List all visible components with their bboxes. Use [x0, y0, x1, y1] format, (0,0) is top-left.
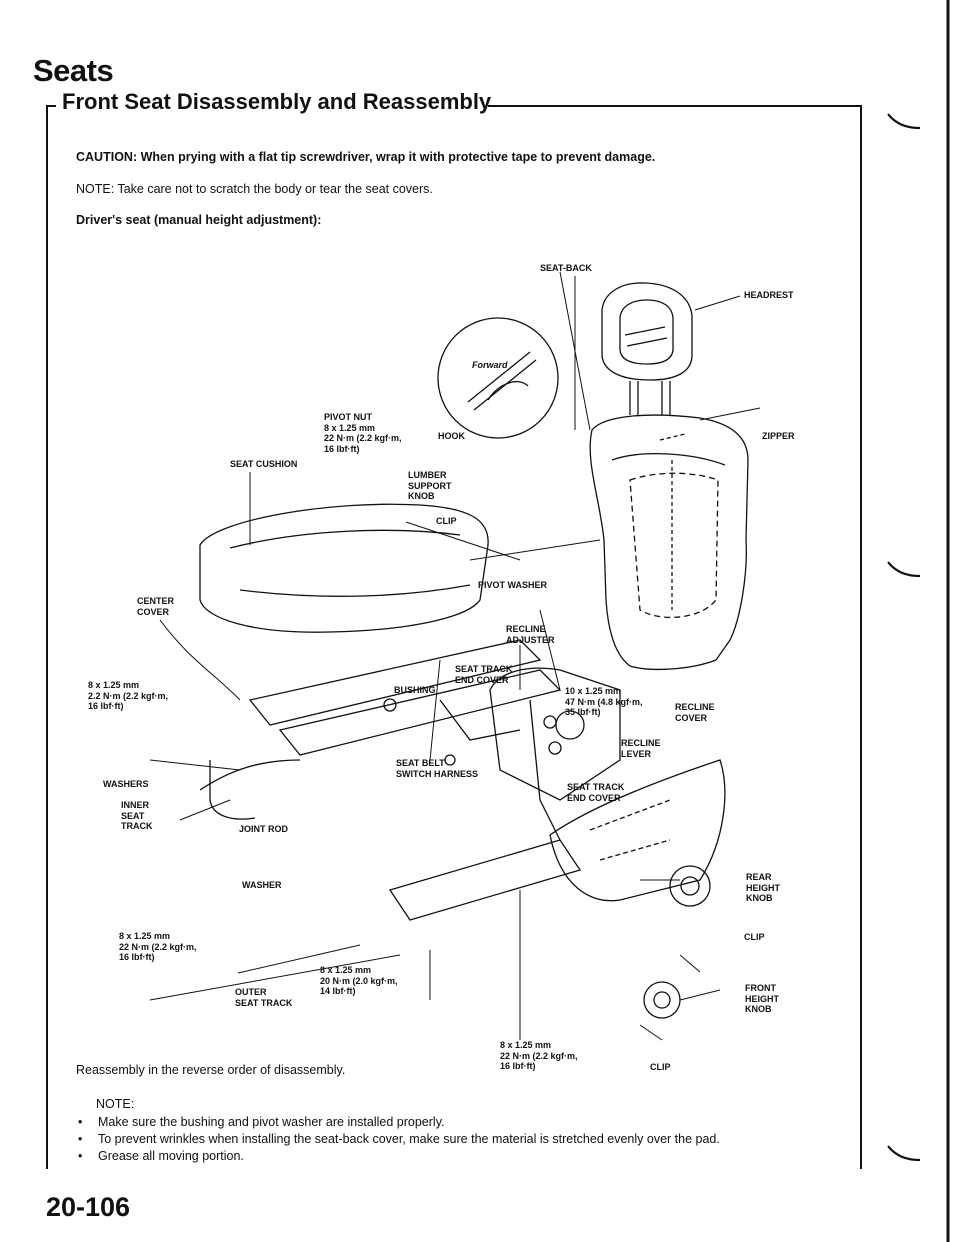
- page-edge-marks: [887, 0, 950, 1242]
- label-forward: Forward: [472, 360, 508, 370]
- label-seat-back: SEAT-BACK: [540, 263, 592, 273]
- caution-text: CAUTION: When prying with a flat tip scr…: [76, 150, 656, 164]
- seat-cushion-part: [199, 503, 489, 633]
- label-washer: WASHER: [242, 880, 282, 890]
- label-torque-recline: 10 x 1.25 mm 47 N·m (4.8 kgf·m, 35 lbf·f…: [565, 686, 643, 717]
- label-front-height-knob: FRONT HEIGHT KNOB: [745, 983, 780, 1014]
- label-clip: CLIP: [436, 516, 457, 526]
- label-recline-adjuster: RECLINE ADJUSTER: [506, 624, 555, 645]
- notes-heading: NOTE:: [96, 1097, 135, 1111]
- label-pivot-washer: PIVOT WASHER: [478, 580, 548, 590]
- label-headrest: HEADREST: [744, 290, 794, 300]
- reassembly-note: Reassembly in the reverse order of disas…: [76, 1063, 346, 1077]
- label-lumber-support-knob: LUMBER SUPPORT KNOB: [408, 470, 452, 501]
- frame-gap: [56, 96, 488, 118]
- label-rear-height-knob: REAR HEIGHT KNOB: [746, 872, 781, 903]
- note-item: Make sure the bushing and pivot washer a…: [76, 1114, 720, 1131]
- note-item: To prevent wrinkles when installing the …: [76, 1131, 720, 1148]
- label-seat-belt-harness: SEAT BELT SWITCH HARNESS: [396, 758, 479, 779]
- label-pivot-nut: PIVOT NUT 8 x 1.25 mm 22 N·m (2.2 kgf·m,…: [324, 412, 402, 454]
- label-inner-seat-track: INNER SEAT TRACK: [121, 800, 153, 831]
- label-hook: HOOK: [438, 431, 465, 441]
- page-number: 20-106: [46, 1192, 131, 1222]
- label-seat-cushion: SEAT CUSHION: [230, 459, 298, 469]
- label-recline-cover: RECLINE COVER: [675, 702, 715, 723]
- recline-cover-part: [549, 759, 726, 902]
- driver-seat-heading: Driver's seat (manual height adjustment)…: [76, 213, 322, 227]
- recline-adjuster-part: [489, 667, 621, 801]
- section-subtitle: Front Seat Disassembly and Reassembly: [62, 89, 492, 114]
- label-zipper: ZIPPER: [762, 431, 795, 441]
- label-torque-left: 8 x 1.25 mm 2.2 N·m (2.2 kgf·m, 16 lbf·f…: [88, 680, 169, 711]
- label-recline-lever: RECLINE LEVER: [621, 738, 661, 759]
- label-outer-seat-track: OUTER SEAT TRACK: [235, 987, 293, 1008]
- label-torque-outer: 8 x 1.25 mm 22 N·m (2.2 kgf·m, 16 lbf·ft…: [119, 931, 197, 962]
- label-joint-rod: JOINT ROD: [239, 824, 289, 834]
- label-bushing: BUSHING: [394, 685, 436, 695]
- seat-back-part: [589, 414, 749, 671]
- note-text: NOTE: Take care not to scratch the body …: [76, 182, 433, 196]
- leader-lines: [149, 271, 761, 1041]
- label-seat-track-end-cover: SEAT TRACK END COVER: [455, 664, 513, 685]
- headrest-part: [601, 282, 693, 415]
- note-item: Grease all moving portion.: [76, 1148, 720, 1165]
- label-center-cover: CENTER COVER: [137, 596, 175, 617]
- notes-list: Make sure the bushing and pivot washer a…: [76, 1114, 720, 1165]
- label-clip-3: CLIP: [650, 1062, 671, 1072]
- label-torque-mid: 8 x 1.25 mm 20 N·m (2.0 kgf·m, 14 lbf·ft…: [320, 965, 398, 996]
- label-seat-track-end-cover-2: SEAT TRACK END COVER: [567, 782, 625, 803]
- label-clip-2: CLIP: [744, 932, 765, 942]
- label-washers: WASHERS: [103, 779, 149, 789]
- seat-track-part: [199, 639, 582, 921]
- page-title: Seats: [33, 53, 114, 88]
- label-torque-bottom: 8 x 1.25 mm 22 N·m (2.2 kgf·m, 16 lbf·ft…: [500, 1040, 578, 1071]
- hook-detail: [437, 317, 559, 439]
